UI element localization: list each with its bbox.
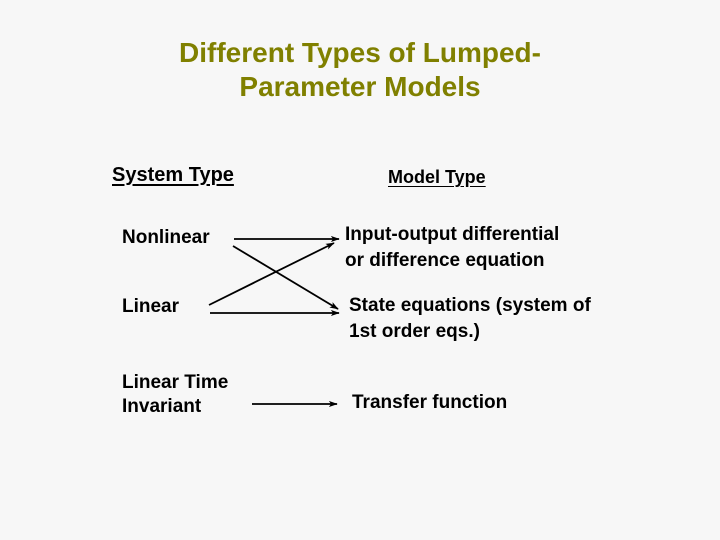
model-type-input-output-equation: Input-output differential or difference … [345, 224, 560, 271]
model-type-state-equations: State equations (system of 1st order eqs… [349, 295, 591, 342]
system-type-nonlinear: Nonlinear [122, 227, 210, 248]
column-header-system-type: System Type [112, 164, 234, 186]
page-title: Different Types of Lumped- Parameter Mod… [179, 37, 541, 102]
model-type-transfer-function: Transfer function [352, 392, 508, 413]
system-type-linear-time-invariant: Linear Time Invariant [122, 372, 229, 417]
arrow-linear-to-input-output [208, 242, 335, 306]
system-type-linear: Linear [122, 296, 180, 317]
column-header-model-type: Model Type [388, 167, 486, 187]
arrow-nonlinear-to-state-equations [232, 245, 339, 310]
